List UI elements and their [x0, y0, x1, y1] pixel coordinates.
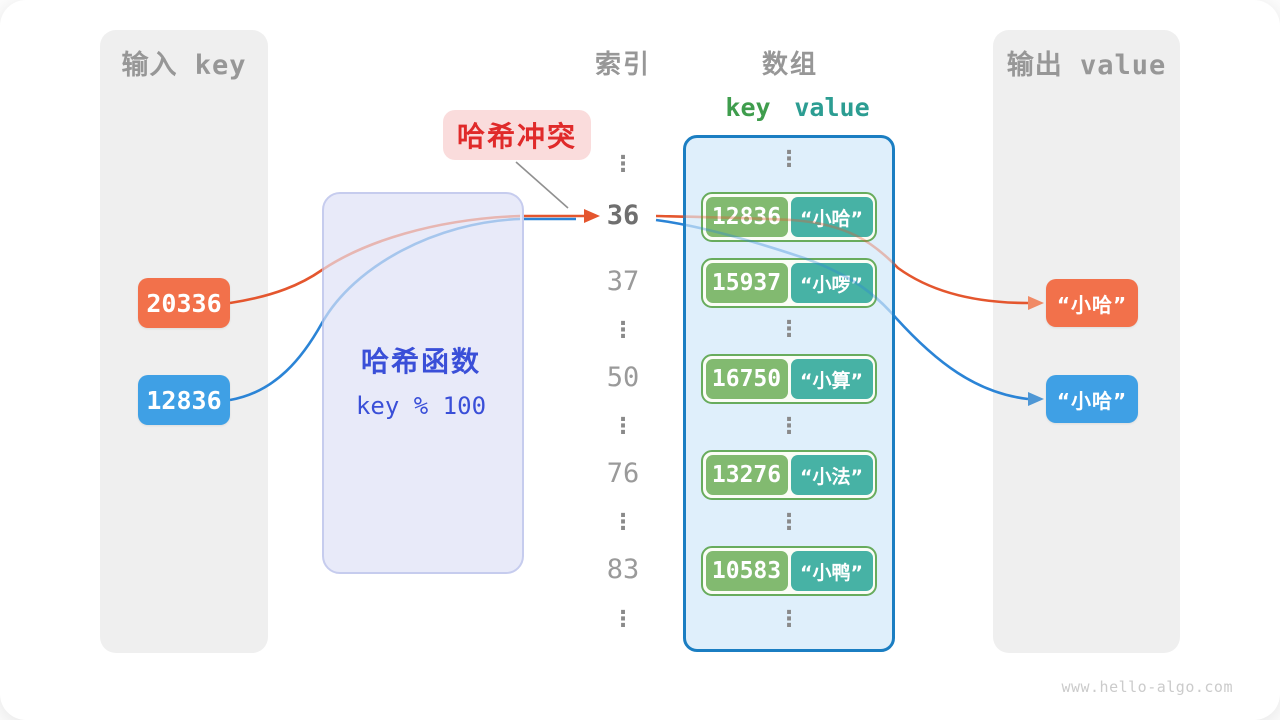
bucket-row-76: 13276 “小法” — [701, 450, 877, 500]
index-dots: ⋮ — [612, 318, 634, 343]
bucket-row-83: 10583 “小鸭” — [701, 546, 877, 596]
array-header-value: value — [794, 93, 870, 122]
collision-label-text: 哈希冲突 — [456, 120, 577, 153]
index-37: 37 — [606, 266, 640, 297]
collision-label: 哈希冲突 — [443, 110, 591, 160]
bucket-value: “小法” — [790, 455, 873, 495]
bucket-key: 12836 — [705, 197, 788, 237]
bucket-value: “小鸭” — [790, 551, 873, 591]
input-key-20336: 20336 — [138, 278, 230, 328]
bucket-value: “小哈” — [790, 197, 873, 237]
output-value-blue: “小哈” — [1046, 375, 1138, 423]
index-83: 83 — [606, 554, 640, 585]
bucket-row-37: 15937 “小啰” — [701, 258, 877, 308]
bucket-key: 13276 — [705, 455, 788, 495]
hash-function-box — [322, 192, 524, 574]
index-36: 36 — [606, 200, 640, 231]
watermark: www.hello-algo.com — [1061, 678, 1233, 696]
array-column-title: 数组 — [761, 49, 818, 80]
output-panel-title: 输出 value — [1006, 49, 1167, 81]
index-dots: ⋮ — [612, 414, 634, 439]
bucket-value: “小啰” — [790, 263, 873, 303]
bucket-key: 10583 — [705, 551, 788, 591]
input-panel — [100, 30, 268, 653]
array-dots: ⋮ — [778, 510, 800, 535]
array-dots: ⋮ — [778, 317, 800, 342]
array-dots: ⋮ — [778, 147, 800, 172]
array-dots: ⋮ — [778, 607, 800, 632]
index-dots: ⋮ — [612, 510, 634, 535]
bucket-key: 16750 — [705, 359, 788, 399]
index-dots: ⋮ — [612, 607, 634, 632]
output-value-orange: “小哈” — [1046, 279, 1138, 327]
index-dots: ⋮ — [612, 152, 634, 177]
bucket-row-36: 12836 “小哈” — [701, 192, 877, 242]
bucket-value: “小算” — [790, 359, 873, 399]
index-76: 76 — [606, 458, 640, 489]
bucket-key: 15937 — [705, 263, 788, 303]
index-column-title: 索引 — [594, 49, 651, 80]
array-header-key: key — [725, 93, 771, 122]
output-panel — [993, 30, 1180, 653]
input-key-12836: 12836 — [138, 375, 230, 425]
hash-function-formula: key % 100 — [355, 392, 487, 420]
input-panel-title: 输入 key — [121, 49, 247, 81]
hash-function-name: 哈希函数 — [360, 345, 481, 378]
index-50: 50 — [606, 362, 640, 393]
bucket-row-50: 16750 “小算” — [701, 354, 877, 404]
array-dots: ⋮ — [778, 414, 800, 439]
collision-pointer-line — [515, 161, 569, 209]
